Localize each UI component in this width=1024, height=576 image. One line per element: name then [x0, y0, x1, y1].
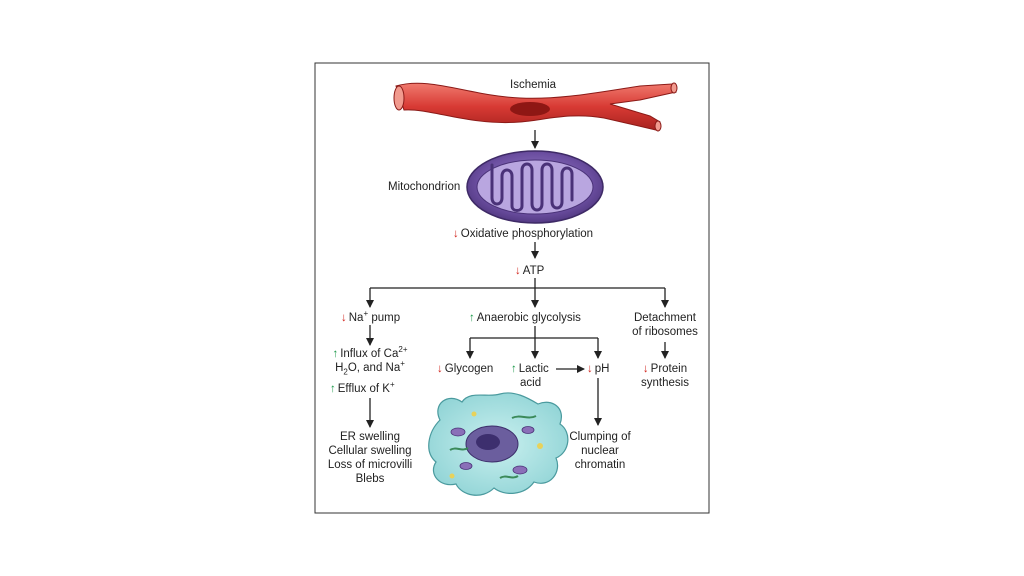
label-atp: ↓ATP	[515, 265, 545, 277]
arrow-down-icon: ↓	[453, 228, 459, 240]
arrow-down-icon: ↓	[587, 363, 593, 375]
arrow-up-icon: ↑	[332, 348, 339, 360]
arrow-down-icon: ↓	[437, 363, 443, 375]
label-na-pump: ↓Na+ pump	[341, 309, 401, 324]
label-anaerobic: ↑Anaerobic glycolysis	[469, 312, 581, 324]
arrow-down-icon: ↓	[341, 312, 347, 324]
arrow-down-icon: ↓	[642, 363, 649, 375]
arrow-up-icon: ↑	[330, 383, 336, 395]
label-lactic-acid: ↑Lactic acid	[511, 363, 549, 389]
cell-icon	[428, 392, 569, 496]
arrow-up-icon: ↑	[469, 312, 475, 324]
label-protein-synthesis: ↓Protein synthesis	[641, 363, 689, 389]
label-glycogen: ↓Glycogen	[437, 363, 494, 375]
label-clumping: Clumping of nuclear chromatin	[569, 431, 631, 471]
label-ischemia: Ischemia	[510, 79, 557, 91]
arrow-up-icon: ↑	[511, 363, 517, 375]
blood-vessel-icon	[393, 82, 678, 132]
label-oxphos: ↓Oxidative phosphorylation	[453, 228, 594, 240]
label-er-swelling: ER swelling Cellular swelling Loss of mi…	[327, 431, 413, 485]
label-ph: ↓pH	[587, 363, 610, 375]
arrow-down-icon: ↓	[515, 265, 521, 277]
label-detachment: Detachment of ribosomes	[632, 312, 698, 338]
label-influx: ↑Influx of Ca2+ H2O, and Na+	[332, 345, 408, 377]
mitochondrion-icon	[466, 150, 604, 224]
label-efflux: ↑Efflux of K+	[330, 380, 395, 395]
label-mitochondrion: Mitochondrion	[388, 181, 461, 193]
